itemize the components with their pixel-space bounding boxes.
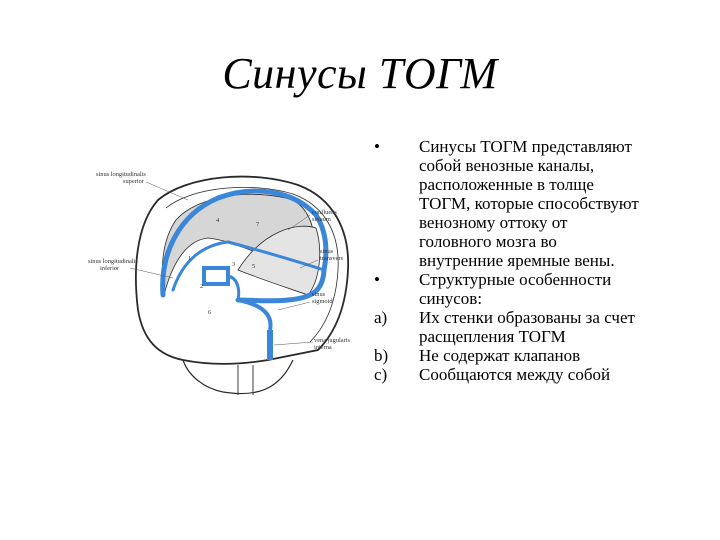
transverse-sinus <box>235 267 327 304</box>
sub-item-marker: c) <box>374 365 388 384</box>
bullet-line: Синусы ТОГМ представляют <box>419 137 632 156</box>
skull-outline <box>135 175 349 365</box>
bullet-list: • Синусы ТОГМ представляют собой венозны… <box>372 137 692 384</box>
bullet-marker: • <box>374 137 380 156</box>
sub-item-marker: b) <box>374 346 389 365</box>
number-1: 1 <box>188 255 191 262</box>
skull-base <box>182 359 294 395</box>
sub-item-c: c) Сообщаются между собой <box>372 365 692 384</box>
label-sinus-sigmoideus: sinus <box>312 291 326 298</box>
sigmoid-sinus <box>237 298 273 331</box>
label-sinus-sagittal-inferior: sinus longitudinalis <box>88 258 138 265</box>
bullet-line: расположенные в толще <box>419 175 594 194</box>
dural-sinuses-illustration: sinus longitudinalis superior confluens … <box>88 160 358 400</box>
number-2: 2 <box>200 283 203 290</box>
bullet-item: • Синусы ТОГМ представляют собой венозны… <box>372 137 692 270</box>
label-vena-jugularis: vena jugularis <box>314 337 351 344</box>
bullet-line: Структурные особенности <box>419 270 612 289</box>
straight-sinus <box>227 240 325 272</box>
skull-sinus-drawing: sinus longitudinalis superior confluens … <box>88 171 351 395</box>
number-6: 6 <box>208 309 211 316</box>
label-vena-jugularis-2: interna <box>314 344 332 351</box>
bullet-line: головного мозга во <box>419 232 557 251</box>
tentorium <box>237 225 321 296</box>
number-4: 4 <box>216 217 220 224</box>
number-7: 7 <box>256 221 260 228</box>
label-sinus-sagittal-superior-2: superior <box>123 178 145 185</box>
bullet-line: Не содержат клапанов <box>419 346 581 365</box>
label-leader-lines <box>129 181 319 346</box>
sub-item-b: b) Не содержат клапанов <box>372 346 692 365</box>
inferior-sagittal-sinus <box>171 240 230 292</box>
skull-inner-outline <box>165 187 339 343</box>
sub-item-marker: a) <box>374 308 388 327</box>
bullet-text: Структурные особенности синусов: <box>419 270 692 308</box>
bullet-item: • Структурные особенности синусов: <box>372 270 692 308</box>
figure-numbers: 1 2 3 4 5 6 7 <box>188 217 260 316</box>
label-confluens: confluens <box>312 209 337 216</box>
label-sinus-sagittal-superior: sinus longitudinalis <box>96 171 146 178</box>
cavernous-sinus <box>202 266 230 286</box>
bullet-marker: • <box>374 270 380 289</box>
bullet-line: ТОГМ, которые способствуют <box>419 194 639 213</box>
label-sinus-sigmoideus-2: sigmoid <box>312 298 333 305</box>
number-5: 5 <box>252 263 255 270</box>
label-sinus-transversus-2: transvers <box>320 255 344 262</box>
bullet-line: внутренние яремные вены. <box>419 251 615 270</box>
sub-item-a: a) Их стенки образованы за счет расщепле… <box>372 308 692 346</box>
petrosal-sinus <box>227 274 241 301</box>
bullet-line: собой венозные каналы, <box>419 156 595 175</box>
superior-sagittal-sinus <box>160 188 329 298</box>
bullet-line: синусов: <box>419 289 483 308</box>
slide-title: Синусы ТОГМ <box>222 49 498 98</box>
sub-item-text: Их стенки образованы за счет расщепления… <box>419 308 692 346</box>
bullet-line: расщепления ТОГМ <box>419 327 566 346</box>
vertebra <box>237 365 254 395</box>
label-confluens-2: sinuum <box>312 216 331 223</box>
bullet-line: Их стенки образованы за счет <box>419 308 635 327</box>
bullet-text: Синусы ТОГМ представляют собой венозные … <box>419 137 692 270</box>
label-sinus-sagittal-inferior-2: inferior <box>100 265 120 272</box>
bullet-line: венозному оттоку от <box>419 213 568 232</box>
label-sinus-transversus: sinus <box>320 248 334 255</box>
sub-item-text: Сообщаются между собой <box>419 365 692 384</box>
number-3: 3 <box>232 261 235 268</box>
sub-item-text: Не содержат клапанов <box>419 346 692 365</box>
bullet-line: Сообщаются между собой <box>419 365 611 384</box>
